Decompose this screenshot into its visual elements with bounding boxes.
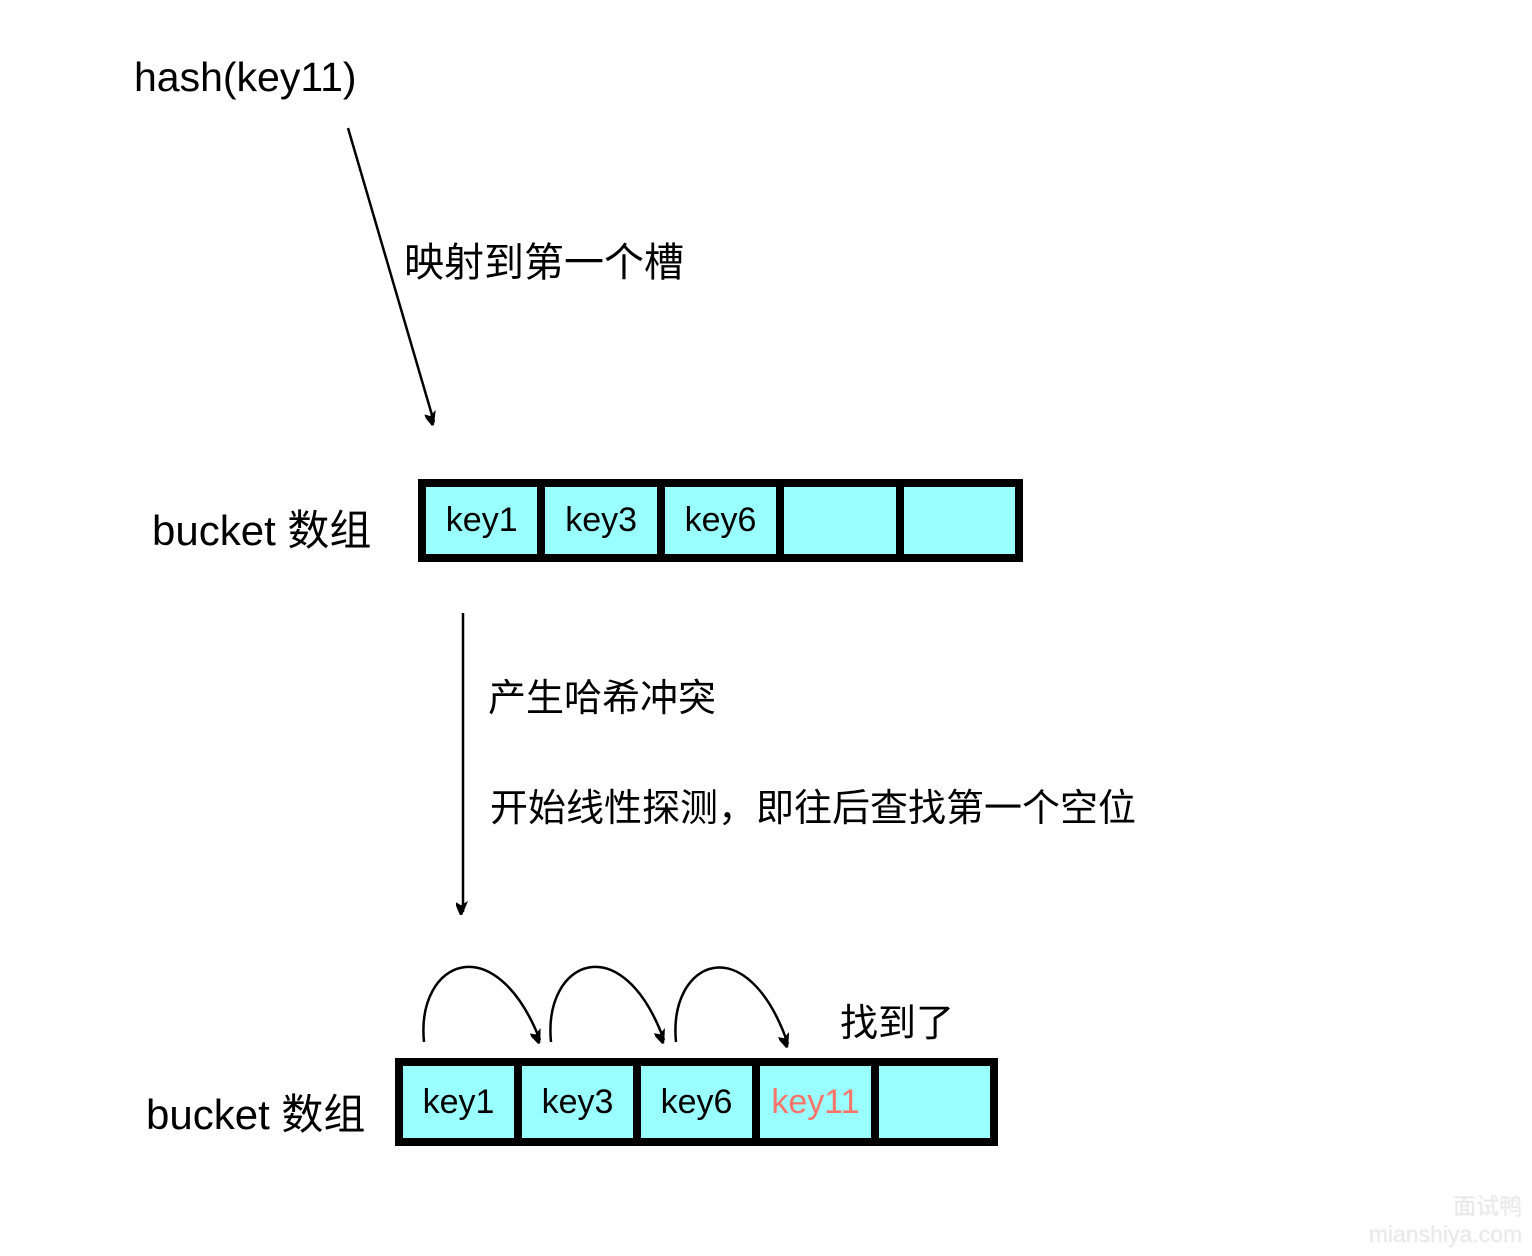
watermark-brand: 面试鸭 [1453, 1193, 1522, 1219]
bucket-array-bottom-label: bucket 数组 [146, 1091, 366, 1138]
bucket-top-cell-2: key6 [660, 483, 781, 558]
watermark: 面试鸭 mianshiya.com [1369, 1192, 1522, 1248]
bucket-top-cell-0: key1 [422, 483, 542, 558]
bucket-top-cell-1: key3 [541, 483, 661, 558]
bucket-bottom-cell-2: key6 [637, 1062, 756, 1142]
bucket-array-bottom: key1 key3 key6 key11 [395, 1058, 998, 1146]
hash-function-label: hash(key11) [134, 54, 357, 100]
bucket-bottom-cell-0: key1 [399, 1062, 518, 1142]
linear-probe-annotation: 开始线性探测，即往后查找第一个空位 [490, 788, 1137, 830]
bucket-bottom-cell-3-key11: key11 [756, 1062, 875, 1142]
bucket-top-cell-3 [780, 483, 900, 558]
probe-arc-3 [674, 966, 790, 1044]
bucket-array-top: key1 key3 key6 [418, 479, 1023, 562]
bucket-top-cell-4 [899, 483, 1020, 558]
hash-collision-annotation: 产生哈希冲突 [488, 678, 717, 720]
map-to-first-slot-annotation: 映射到第一个槽 [404, 241, 684, 285]
watermark-url: mianshiya.com [1368, 1221, 1522, 1247]
bucket-bottom-cell-4 [875, 1062, 994, 1142]
found-annotation: 找到了 [840, 1003, 955, 1045]
probe-arc-1 [422, 965, 542, 1042]
bucket-array-top-label: bucket 数组 [152, 507, 372, 554]
bucket-bottom-cell-1: key3 [518, 1062, 637, 1142]
probe-arc-2 [549, 965, 666, 1042]
